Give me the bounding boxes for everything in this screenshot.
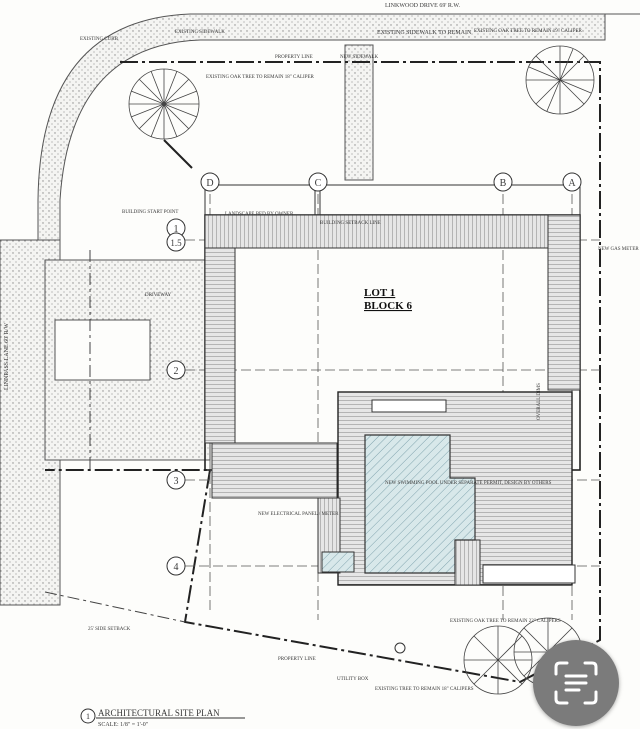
driveway-inner <box>54 319 151 381</box>
north-walk-strip <box>344 44 374 181</box>
grid-bubble-b: B <box>493 172 513 192</box>
svg-text:1.5: 1.5 <box>170 238 182 248</box>
svg-text:D: D <box>206 178 213 189</box>
scale-label: SCALE: 1/8" = 1'-0" <box>98 722 149 728</box>
oak-tree-ne <box>525 45 595 115</box>
electrical-note-label: NEW ELECTRICAL PANEL / METER <box>258 512 339 517</box>
title-block: 1 ARCHITECTURAL SITE PLAN SCALE: 1/8" = … <box>80 708 245 728</box>
street-west-label: LINNPASS LANE 60' R/W <box>4 323 10 390</box>
grid-bubble-4: 4 <box>166 556 186 576</box>
block-label: BLOCK 6 <box>364 300 412 312</box>
pool <box>364 434 476 574</box>
oak-tree-ne-label: EXISTING OAK TREE TO REMAIN 19" CALIPER <box>474 29 583 34</box>
grid-bubble-2: 2 <box>166 360 186 380</box>
existing-sidewalk-remain-label: EXISTING SIDEWALK TO REMAIN <box>377 30 472 36</box>
oak-tree-nw <box>128 68 200 140</box>
property-line-south-label: PROPERTY LINE <box>278 657 316 662</box>
side-setback-label: 25' SIDE SETBACK <box>88 627 131 632</box>
grid-bubble-1: 1 <box>166 218 186 238</box>
new-gas-meter-label: NEW GAS METER <box>598 247 639 252</box>
svg-text:A: A <box>568 178 576 189</box>
driveway-label: DRIVEWAY <box>145 293 172 298</box>
oak-tree-nw-label: EXISTING OAK TREE TO REMAIN 18" CALIPER <box>206 75 315 80</box>
existing-sidewalk-label: EXISTING SIDEWALK <box>175 30 225 35</box>
oak-tree-se-label: EXISTING OAK TREE TO REMAIN 22" CALIPERS <box>450 619 561 624</box>
grid-bubble-1-5: 1.5 <box>166 232 186 252</box>
text-scan-icon <box>554 661 598 705</box>
pool-note-label: NEW SWIMMING POOL UNDER SEPARATE PERMIT,… <box>385 481 552 486</box>
grid-bubble-3: 3 <box>166 470 186 490</box>
overall-dims-label: OVERALL DIMS <box>537 383 542 420</box>
building-start-point-label: BUILDING START POINT <box>122 210 178 215</box>
landscape-bed-label: LANDSCAPE BED BY OWNER <box>225 212 294 217</box>
svg-text:4: 4 <box>174 562 179 573</box>
svg-text:B: B <box>500 178 507 189</box>
title-number: 1 <box>86 712 90 721</box>
svg-text:3: 3 <box>174 476 179 487</box>
text-scan-button[interactable] <box>533 640 619 726</box>
new-sidewalk-label: NEW SIDEWALK <box>340 55 378 60</box>
tree-south-label: EXISTING TREE TO REMAIN 18" CALIPERS <box>375 687 474 692</box>
lot-label: LOT 1 <box>364 287 395 299</box>
grid-bubble-d: D <box>200 172 220 192</box>
svg-text:1: 1 <box>174 224 179 235</box>
utility-box-label: UTILITY BOX <box>337 677 369 682</box>
svg-text:2: 2 <box>174 366 179 377</box>
building-setback-label: BUILDING SETBACK LINE <box>320 221 381 226</box>
grid-bubble-c: C <box>308 172 328 192</box>
property-line-north-label: PROPERTY LINE <box>275 55 313 60</box>
grid-bubble-a: A <box>562 172 582 192</box>
street-north-label: LINKWOOD DRIVE 69' R.W. <box>385 3 461 9</box>
svg-text:C: C <box>315 178 322 189</box>
existing-curb-label: EXISTING CURB <box>80 37 119 42</box>
title-label: ARCHITECTURAL SITE PLAN <box>98 708 220 718</box>
